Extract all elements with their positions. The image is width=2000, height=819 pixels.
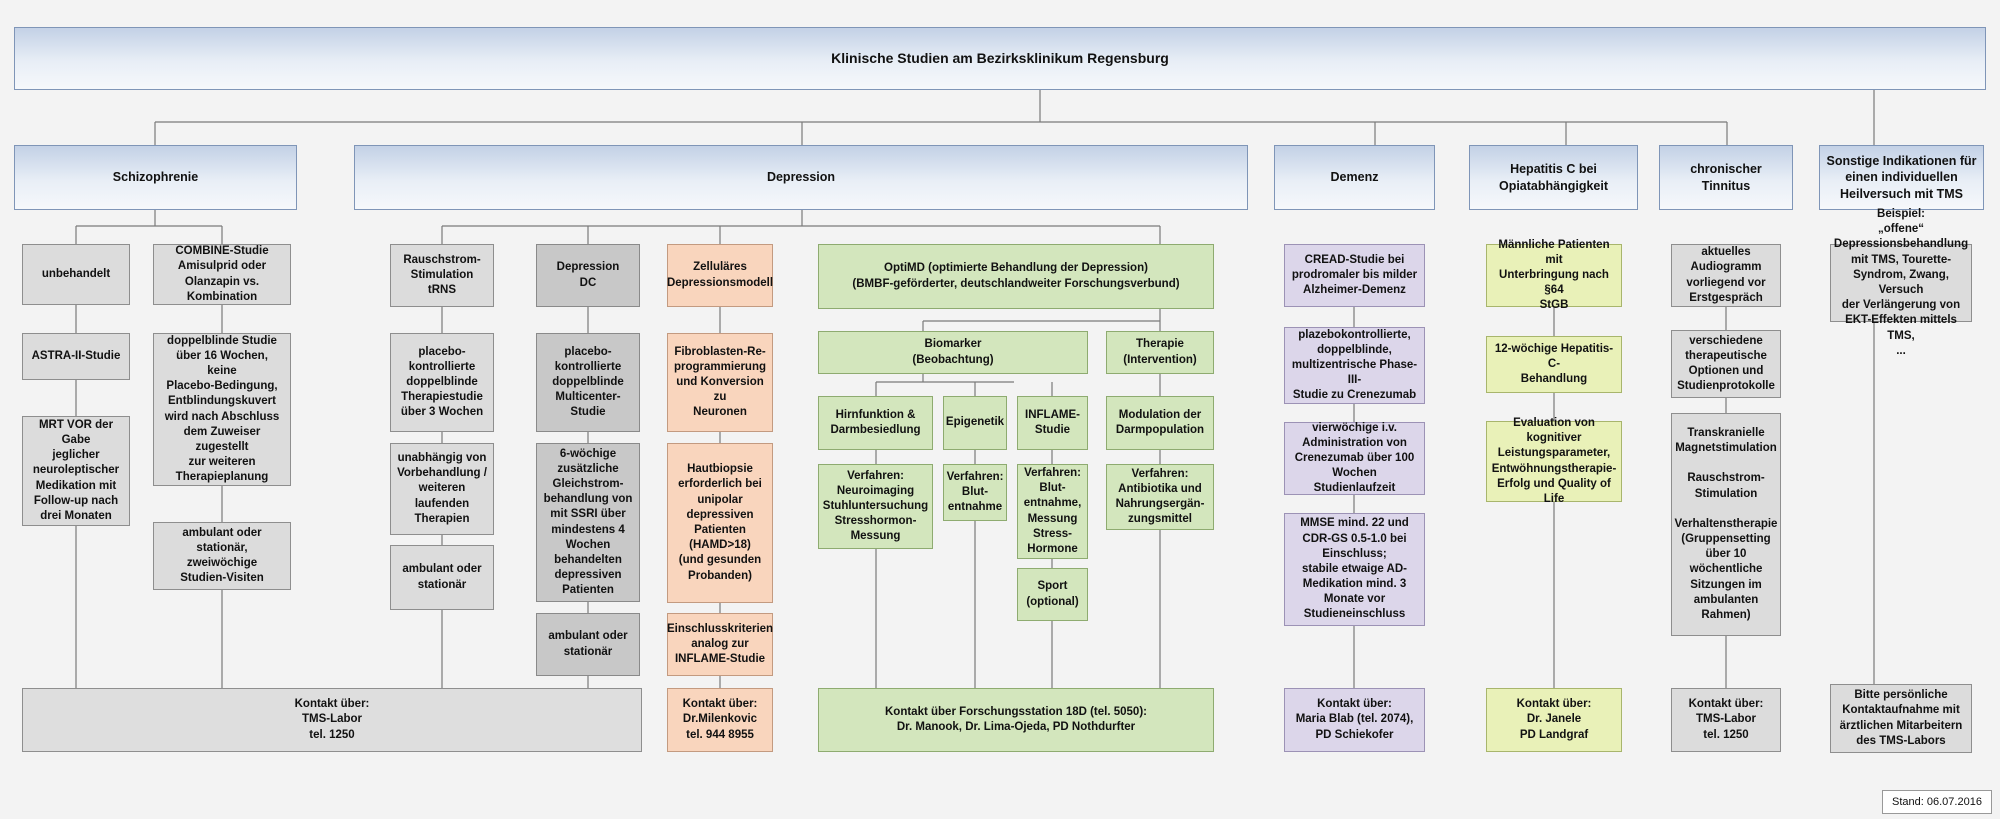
schizo-doppelblind: doppelblinde Studie über 16 Wochen, kein… [153,333,291,486]
depr-therapie: Therapie (Intervention) [1106,331,1214,374]
depr-dc-6wochen: 6-wöchige zusätzliche Gleichstrom- behan… [536,443,640,602]
depr-verfahren-inflame: Verfahren: Blut- entnahme, Messung Stres… [1017,464,1088,559]
stand-date: Stand: 06.07.2016 [1882,790,1992,814]
tinnitus-optionen: verschiedene therapeutische Optionen und… [1671,330,1781,398]
depr-dc: Depression DC [536,244,640,307]
depr-dc-ambulant: ambulant oder stationär [536,613,640,676]
depr-trns-placebo: placebo- kontrollierte doppelblinde Ther… [390,333,494,432]
depr-zell-hautbiopsie: Hautbiopsie erforderlich bei unipolar de… [667,443,773,603]
tinnitus-kontakt: Kontakt über: TMS-Labor tel. 1250 [1671,688,1781,752]
schizo-astra: ASTRA-II-Studie [22,333,130,380]
category-hepatitis: Hepatitis C bei Opiatabhängigkeit [1469,145,1638,210]
depr-sport: Sport (optional) [1017,568,1088,621]
depr-epigenetik: Epigenetik [943,396,1007,450]
hepatitis-evaluation: Evaluation von kognitiver Leistungsparam… [1486,417,1622,505]
depr-biomarker: Biomarker (Beobachtung) [818,331,1088,374]
hepatitis-kontakt: Kontakt über: Dr. Janele PD Landgraf [1486,688,1622,752]
hepatitis-behandlung: 12-wöchige Hepatitis-C- Behandlung [1486,336,1622,393]
kontakt-tms-labor: Kontakt über: TMS-Labor tel. 1250 [22,688,642,752]
category-depression: Depression [354,145,1248,210]
depr-trns-ambulant: ambulant oder stationär [390,545,494,610]
schizo-combine: COMBINE-Studie Amisulprid oder Olanzapin… [153,244,291,305]
category-sonstige: Sonstige Indikationen für einen individu… [1819,145,1984,210]
depr-trns-unabhaengig: unabhängig von Vorbehandlung / weiteren … [390,443,494,535]
kontakt-optimd: Kontakt über Forschungsstation 18D (tel.… [818,688,1214,752]
demenz-plazebo: plazebokontrollierte, doppelblinde, mult… [1284,327,1425,404]
depr-trns: Rauschstrom- Stimulation tRNS [390,244,494,307]
tinnitus-therapien: Transkranielle Magnetstimulation Rauschs… [1671,413,1781,636]
depr-verfahren-therapie: Verfahren: Antibiotika und Nahrungsergän… [1106,464,1214,530]
depr-optimd: OptiMD (optimierte Behandlung der Depres… [818,244,1214,309]
depr-inflame: INFLAME- Studie [1017,396,1088,450]
demenz-vierwoechig: vierwöchige i.v. Administration von Cren… [1284,422,1425,495]
demenz-mmse: MMSE mind. 22 und CDR-GS 0.5-1.0 bei Ein… [1284,513,1425,626]
depr-verfahren-hirn: Verfahren: Neuroimaging Stuhluntersuchun… [818,464,933,549]
sonstige-beispiel: Beispiel: „offene“ Depressionsbehandlung… [1830,208,1972,357]
tinnitus-audiogramm: aktuelles Audiogramm vorliegend vor Erst… [1671,244,1781,307]
schizo-ambulant: ambulant oder stationär, zweiwöchige Stu… [153,522,291,590]
depr-zell: Zelluläres Depressionsmodell [667,244,773,307]
schizo-unbehandelt: unbehandelt [22,244,130,305]
demenz-kontakt: Kontakt über: Maria Blab (tel. 2074), PD… [1284,688,1425,752]
page-title: Klinische Studien am Bezirksklinikum Reg… [14,27,1986,90]
category-tinnitus: chronischer Tinnitus [1659,145,1793,210]
schizo-mrt: MRT VOR der Gabe jeglicher neuroleptisch… [22,416,130,526]
demenz-cread: CREAD-Studie bei prodromaler bis milder … [1284,244,1425,307]
hepatitis-patienten: Männliche Patienten mit Unterbringung na… [1486,239,1622,311]
category-schizophrenie: Schizophrenie [14,145,297,210]
depr-hirnfunktion: Hirnfunktion & Darmbesiedlung [818,396,933,450]
depr-verfahren-epigenetik: Verfahren: Blut- entnahme [943,464,1007,521]
depr-zell-fibroblasten: Fibroblasten-Re- programmierung und Konv… [667,333,773,432]
depr-dc-placebo: placebo- kontrollierte doppelblinde Mult… [536,333,640,432]
category-demenz: Demenz [1274,145,1435,210]
sonstige-kontakt: Bitte persönliche Kontaktaufnahme mit är… [1830,684,1972,753]
depr-modulation: Modulation der Darmpopulation [1106,396,1214,450]
depr-zell-einschluss: Einschlusskriterien analog zur INFLAME-S… [667,613,773,676]
depr-zell-kontakt: Kontakt über: Dr.Milenkovic tel. 944 895… [667,688,773,752]
